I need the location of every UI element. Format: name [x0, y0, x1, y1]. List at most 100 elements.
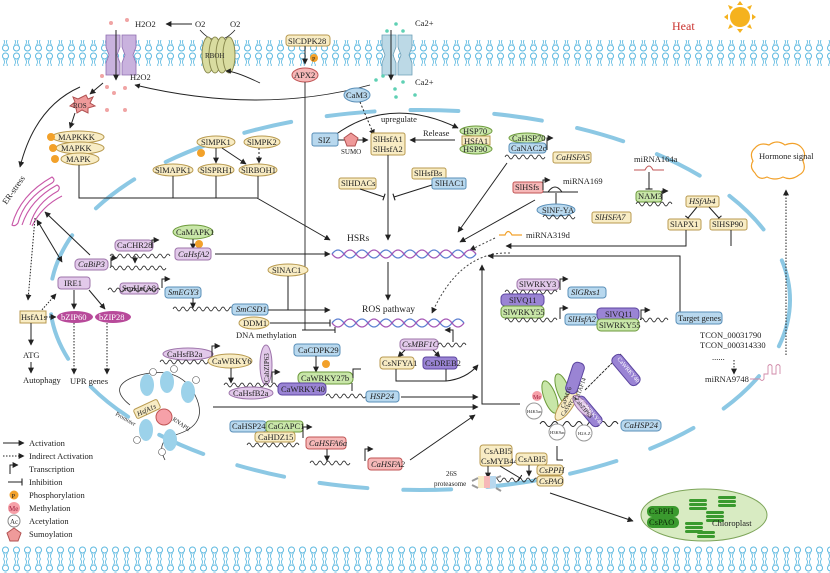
- heat-label: Heat: [672, 19, 695, 33]
- cahsfa2-node: [174, 247, 212, 261]
- chloroplast-csppH-node: [647, 506, 679, 517]
- slhsfa7-label: SlHSFA7: [595, 212, 626, 222]
- slapx1-node: [667, 218, 702, 231]
- cacdpk29-node: [293, 343, 341, 357]
- slcdpk28-label: SlCDPK28: [288, 36, 326, 46]
- ddm1-label: DDM1: [243, 318, 267, 328]
- cahsfa2-label: CaHsfA2: [178, 249, 210, 259]
- legend-acetylation-icon: [7, 514, 21, 528]
- chloroplast-label: Chloroplast: [712, 518, 752, 528]
- sumo-pentagon-icon: [343, 132, 359, 147]
- bzip28-node: [95, 311, 131, 323]
- phosphorylation-icon: [195, 240, 203, 248]
- slhsfbs-node: [411, 167, 447, 180]
- slhsfa2-label: SlHsfA2: [568, 314, 597, 324]
- me-label: Me: [533, 395, 541, 401]
- cachr28-node: [114, 239, 154, 252]
- hsfa1s-loop-node: [133, 399, 161, 419]
- slapx1-label: SlAPX1: [670, 219, 698, 229]
- csppH-node: [536, 464, 564, 476]
- sumo-label: SUMO: [341, 148, 361, 156]
- legend-sumoylation-icon: [6, 527, 22, 542]
- calcium-channel-icon: [381, 30, 413, 81]
- slhdacs-node: [338, 177, 377, 190]
- target-genes-label: Target genes: [678, 313, 721, 323]
- sun-icon: [724, 1, 756, 33]
- h2o2-inside-label: H2O2: [130, 72, 151, 82]
- slmpk2-node: [243, 135, 281, 149]
- camapk1-label: CaMAPK1: [176, 227, 214, 237]
- phosphorylation-icon: [197, 149, 205, 157]
- o2-right-label: O2: [230, 19, 240, 29]
- canac2c-label: CaNAC2c: [511, 143, 547, 153]
- target-genes-node: [675, 311, 723, 325]
- slhsfbs-label: SlHsfBs: [414, 168, 442, 178]
- cahsfa2-bottom-node: [367, 457, 403, 471]
- slwrky3-label: SlWRKY3: [519, 279, 556, 289]
- chromatin-remodeling-complex: [525, 353, 641, 442]
- slsprh1-label: SlSPRH1: [200, 165, 233, 175]
- lncrna-dots: ......: [712, 352, 725, 362]
- smhsfa8-node: [119, 282, 159, 295]
- bzip28-label: bZIP28: [99, 312, 125, 322]
- cahsfa6a-label: CaHSFA6a: [309, 438, 347, 448]
- h2o2-outside-label: H2O2: [135, 19, 156, 29]
- cahdz15-label: CaHDZ15: [258, 432, 293, 442]
- cabip3-node: [74, 258, 109, 271]
- legend-activation-label: Activation: [29, 438, 66, 448]
- slmapk1-label: SlMAPK1: [155, 165, 191, 175]
- csabi5-b-label: CsABI5: [518, 454, 546, 464]
- hsfab4-node: [685, 195, 720, 208]
- cabzip63-label: CabZIP63: [263, 353, 271, 382]
- cspao-node: [536, 475, 564, 487]
- siz-label: SIZ: [318, 135, 331, 145]
- slgrxs1-node: [567, 286, 607, 299]
- csabi5-a-label: CsABI5: [484, 446, 512, 456]
- cahsfa6a-node: [305, 436, 347, 450]
- csabi5-b-node: [515, 452, 548, 466]
- cam3-node: [343, 87, 371, 103]
- hsp-complex: HSP70 HSfA1 HSP90: [459, 125, 493, 155]
- mapkk-label: MAPKK: [61, 143, 93, 153]
- upregulate-label: upregulate: [381, 114, 417, 124]
- calcium-particles: [374, 22, 417, 99]
- slnf-ya-label: SlNF-YA: [542, 205, 575, 215]
- phospho-symbol: P: [312, 57, 316, 63]
- bzip60-label: bZIP60: [61, 312, 87, 322]
- legend-phosphorylation-label: Phosphorylation: [29, 490, 85, 500]
- hormone-signal-blob: [750, 141, 806, 180]
- cacdpk29-label: CaCDPK29: [298, 345, 339, 355]
- slvq11-left-label: SlVQ11: [509, 295, 537, 305]
- csppH-label: CsPPH: [539, 465, 565, 475]
- h2az-label: H2A.Z: [578, 431, 591, 436]
- slnac1-label: SlNAC1: [272, 265, 301, 275]
- canac2c-node: [508, 142, 547, 154]
- mirna169-label: miRNA169: [563, 176, 603, 186]
- cachr28-label: CaCHR28: [117, 240, 152, 250]
- smhsfa8-label: SmHsfA8: [122, 283, 156, 293]
- tcon1-label: TCON_00031790: [700, 330, 761, 340]
- legend-phosphorylation-symbol: P: [12, 493, 16, 500]
- csmbf1c-label: CsMBF1C: [402, 339, 439, 349]
- hsfa1s-label: HsfA1s: [21, 312, 47, 322]
- cawrky6-label: CaWRKY6: [212, 356, 252, 366]
- csabi5-csmyb44-node: [479, 444, 513, 467]
- plasma-membrane-top: [0, 40, 830, 66]
- hsrs-label: HSRs: [347, 234, 369, 244]
- chloroplast-cspao-node: [647, 517, 679, 528]
- csnfya1-label: CsNFYA1: [382, 358, 417, 368]
- cahsfb2a-bottom-label: CaHsfB2a: [233, 388, 269, 398]
- mapkkk-label: MAPKKK: [58, 132, 96, 142]
- csdreb2-node: [422, 356, 458, 370]
- smegy3-node: [164, 286, 202, 299]
- cspao-label: CsPAO: [539, 476, 563, 486]
- legend-phosphorylation-icon: [9, 490, 19, 500]
- cahsp70-label: CaHSP70: [512, 133, 546, 143]
- slwrky55-right-node: [596, 318, 640, 332]
- hsp90-label: HSP90: [463, 144, 487, 154]
- cawrky6-node: [207, 353, 253, 369]
- tcon2-label: TCON_000314330: [700, 340, 766, 350]
- smcsd1-label: SmCSD1: [236, 304, 267, 314]
- mapk-cascade: MAPKKK MAPKK MAPK: [47, 130, 105, 166]
